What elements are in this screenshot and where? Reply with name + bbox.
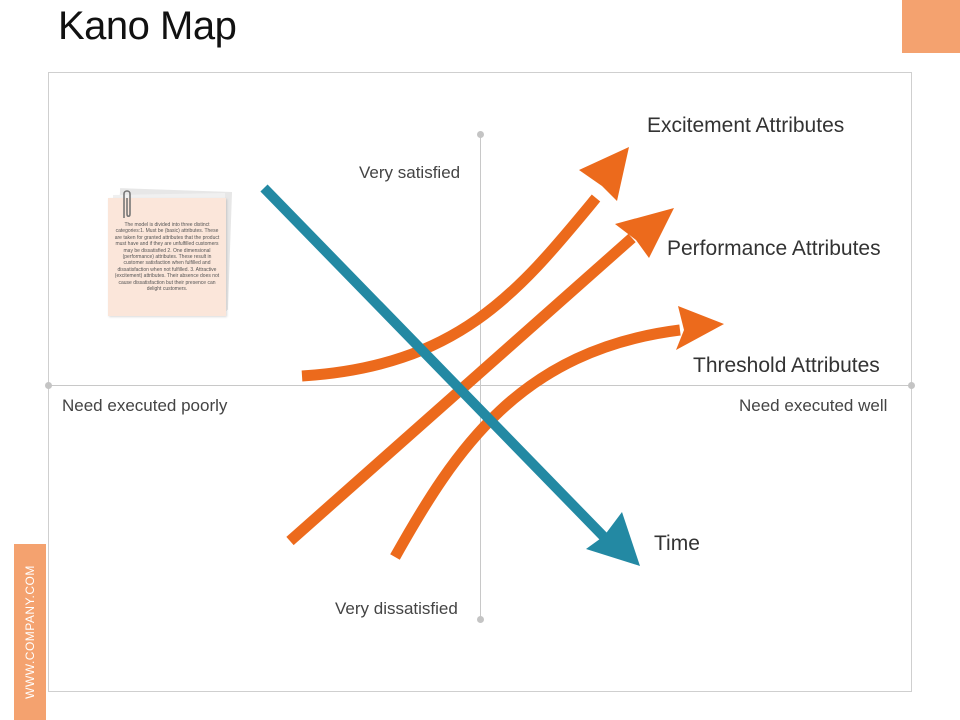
axis-end-dot-left [45,382,52,389]
side-tab: WWW.COMPANY.COM [14,544,46,720]
axis-end-dot-top [477,131,484,138]
axis-end-dot-right [908,382,915,389]
label-performance-attributes: Performance Attributes [667,237,881,260]
axis-end-dot-bottom [477,616,484,623]
corner-accent-block [902,0,960,53]
axis-label-need-executed-poorly: Need executed poorly [62,396,228,415]
sticky-note: The model is divided into three distinct… [108,188,233,316]
axis-label-very-satisfied: Very satisfied [359,163,461,182]
excitement-curve [301,194,601,382]
page-title: Kano Map [58,4,237,48]
label-excitement-attributes: Excitement Attributes [647,114,845,137]
axis-label-very-dissatisfied: Very dissatisfied [335,599,458,618]
axis-label-need-executed-well: Need executed well [739,396,888,415]
excitement-arrowhead [579,147,629,201]
threshold-arrowhead [676,306,724,350]
paperclip-icon [123,190,131,218]
label-threshold-attributes: Threshold Attributes [693,354,880,377]
label-time: Time [654,532,700,555]
threshold-curve [390,324,681,560]
note-text: The model is divided into three distinct… [108,198,226,316]
time-arrowhead [586,512,640,566]
performance-arrowhead [615,208,674,258]
time-line [260,184,609,542]
